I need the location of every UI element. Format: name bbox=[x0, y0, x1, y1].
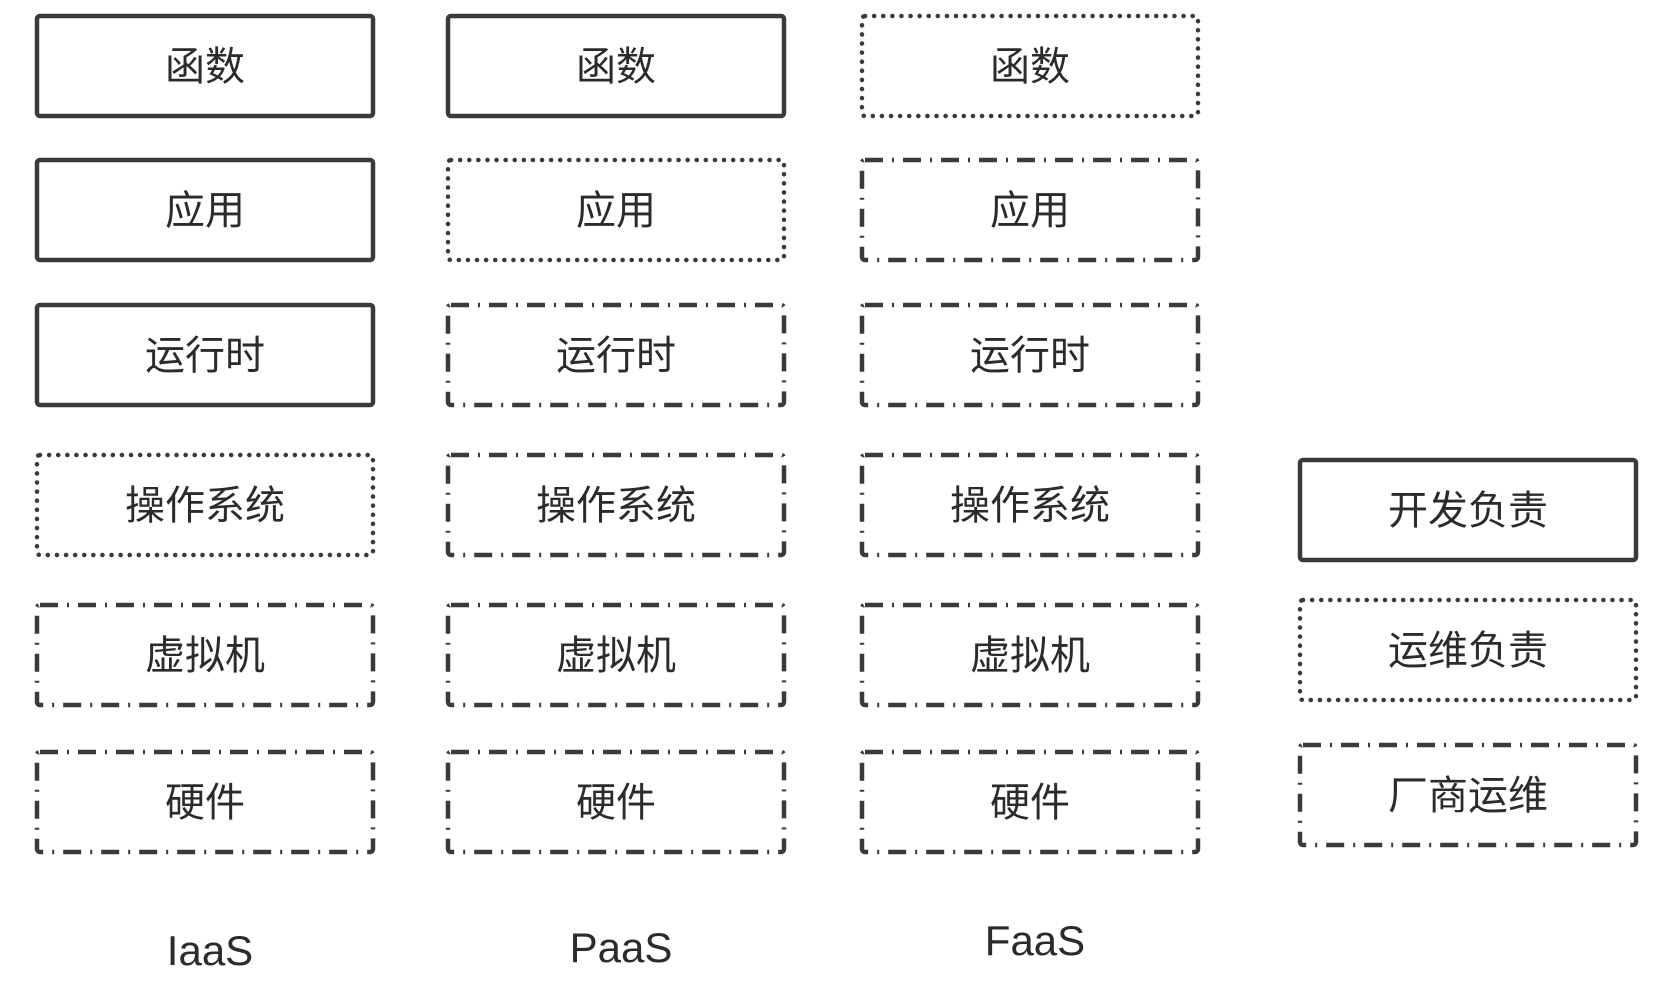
layer-label: 操作系统 bbox=[950, 483, 1110, 529]
layer-box-border bbox=[859, 13, 1201, 119]
layer-label: 开发负责 bbox=[1388, 488, 1548, 534]
layer-label: 硬件 bbox=[576, 780, 656, 826]
layer-label: 运行时 bbox=[970, 333, 1090, 379]
layer-box-border bbox=[445, 157, 787, 263]
layer-box-border bbox=[1297, 597, 1639, 703]
layer-label: 虚拟机 bbox=[556, 633, 676, 679]
layer-faas-3: 操作系统 bbox=[859, 452, 1201, 558]
layer-faas-2: 运行时 bbox=[859, 302, 1201, 408]
layer-box-border bbox=[859, 749, 1201, 855]
layer-iaas-2: 运行时 bbox=[34, 302, 376, 408]
layer-label: 虚拟机 bbox=[145, 633, 265, 679]
layer-box-border bbox=[445, 749, 787, 855]
layer-box-border bbox=[34, 602, 376, 708]
layer-iaas-5: 硬件 bbox=[34, 749, 376, 855]
layer-paas-2: 运行时 bbox=[445, 302, 787, 408]
layer-iaas-3: 操作系统 bbox=[34, 452, 376, 558]
layer-box-border bbox=[34, 749, 376, 855]
layer-label: 函数 bbox=[990, 44, 1070, 90]
layer-label: 硬件 bbox=[990, 780, 1070, 826]
column-label-paas: PaaS bbox=[570, 924, 673, 971]
layer-label: 应用 bbox=[576, 188, 656, 234]
layer-label: 运行时 bbox=[556, 333, 676, 379]
legend-item-ops: 运维负责 bbox=[1297, 597, 1639, 703]
layer-label: 虚拟机 bbox=[970, 633, 1090, 679]
layer-box-border bbox=[1297, 742, 1639, 848]
layer-box-border bbox=[445, 602, 787, 708]
layer-label: 操作系统 bbox=[125, 483, 285, 529]
layer-paas-4: 虚拟机 bbox=[445, 602, 787, 708]
layer-box-border bbox=[34, 13, 376, 119]
layer-paas-5: 硬件 bbox=[445, 749, 787, 855]
layer-box-border bbox=[445, 452, 787, 558]
layer-box-border bbox=[34, 157, 376, 263]
layer-faas-5: 硬件 bbox=[859, 749, 1201, 855]
layer-box-border bbox=[445, 13, 787, 119]
layer-label: 应用 bbox=[165, 188, 245, 234]
layer-box-border bbox=[859, 452, 1201, 558]
column-label-faas: FaaS bbox=[985, 917, 1085, 964]
layer-box-border bbox=[445, 302, 787, 408]
layer-label: 运维负责 bbox=[1388, 628, 1548, 674]
layer-paas-3: 操作系统 bbox=[445, 452, 787, 558]
layer-faas-0: 函数 bbox=[859, 13, 1201, 119]
layer-box-border bbox=[859, 302, 1201, 408]
layer-label: 函数 bbox=[576, 44, 656, 90]
layer-faas-1: 应用 bbox=[859, 157, 1201, 263]
layer-label: 厂商运维 bbox=[1388, 773, 1548, 819]
layer-box-border bbox=[859, 157, 1201, 263]
layer-label: 硬件 bbox=[165, 780, 245, 826]
layer-iaas-4: 虚拟机 bbox=[34, 602, 376, 708]
layer-box-border bbox=[1297, 457, 1639, 563]
layer-box-border bbox=[34, 302, 376, 408]
legend-item-developer: 开发负责 bbox=[1297, 457, 1639, 563]
layer-label: 操作系统 bbox=[536, 483, 696, 529]
column-label-iaas: IaaS bbox=[167, 927, 253, 974]
layer-box-border bbox=[34, 452, 376, 558]
layer-label: 应用 bbox=[990, 188, 1070, 234]
layer-box-border bbox=[859, 602, 1201, 708]
layer-iaas-0: 函数 bbox=[34, 13, 376, 119]
layer-paas-0: 函数 bbox=[445, 13, 787, 119]
layer-faas-4: 虚拟机 bbox=[859, 602, 1201, 708]
layer-label: 运行时 bbox=[145, 333, 265, 379]
legend-item-vendor: 厂商运维 bbox=[1297, 742, 1639, 848]
layer-paas-1: 应用 bbox=[445, 157, 787, 263]
layer-label: 函数 bbox=[165, 44, 245, 90]
layer-iaas-1: 应用 bbox=[34, 157, 376, 263]
